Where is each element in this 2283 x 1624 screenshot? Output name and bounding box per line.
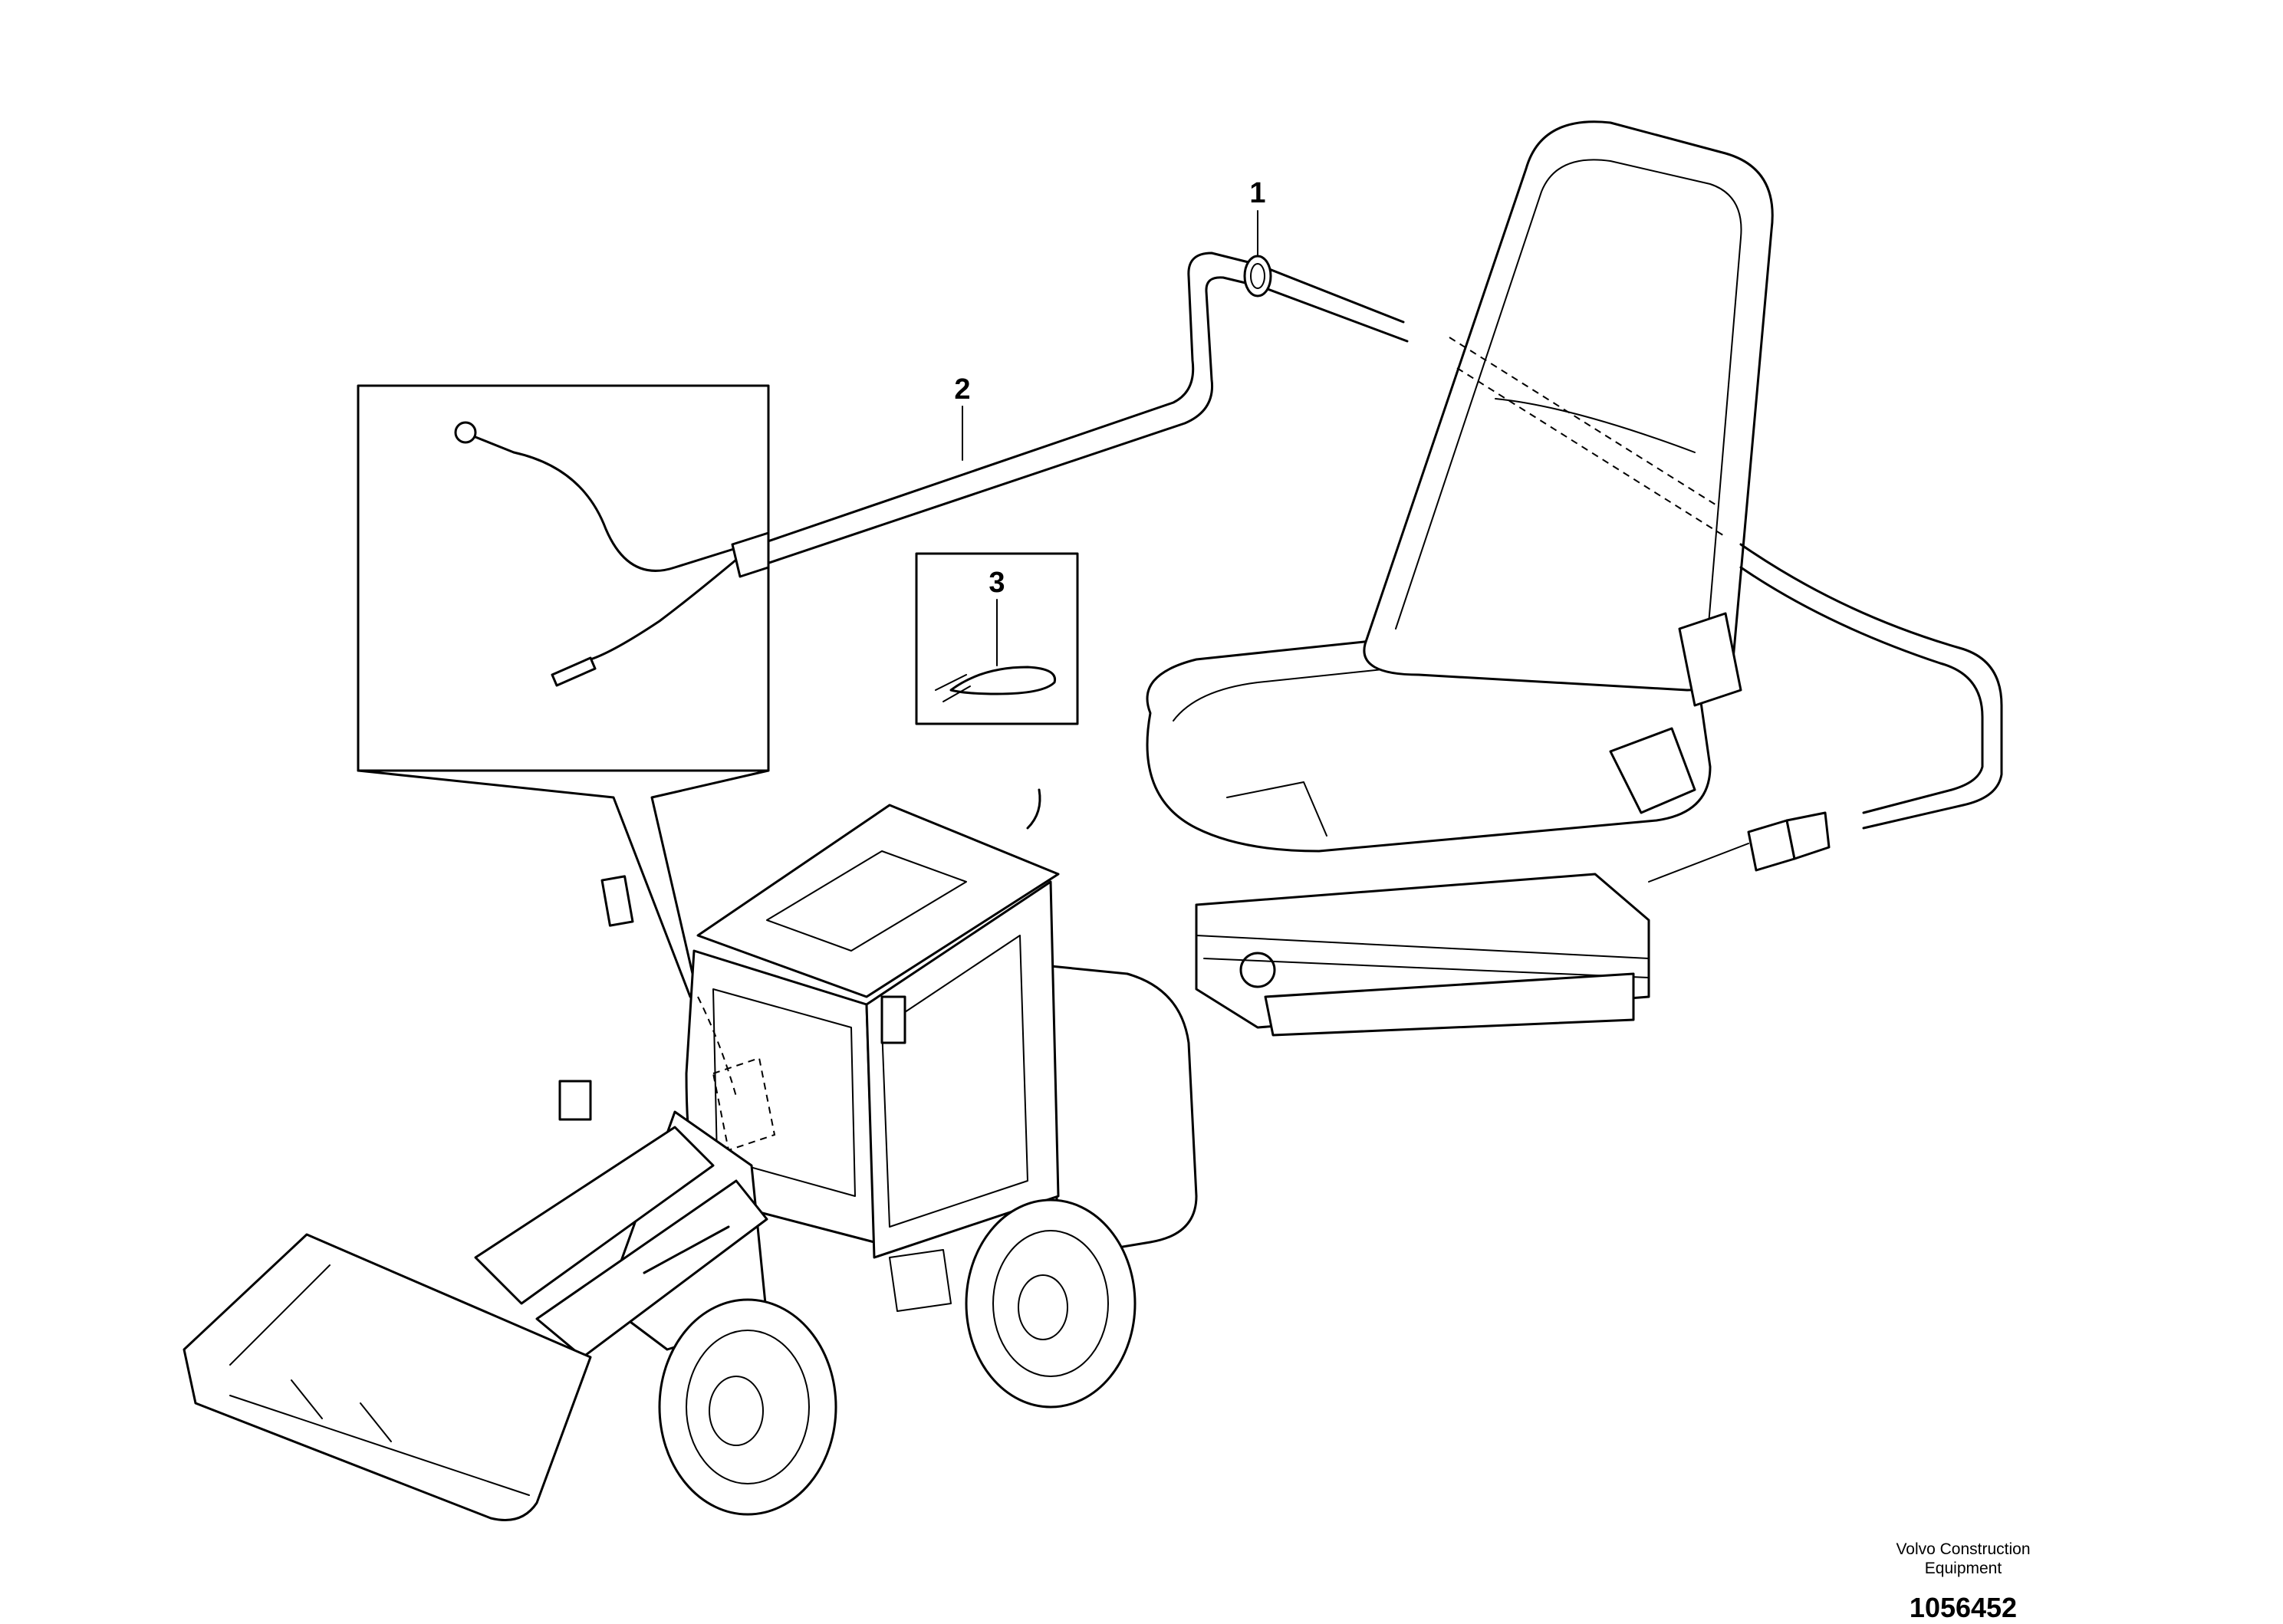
publisher-credit-line-2: Equipment [1924,1560,2002,1577]
callout-1-label: 1 [1249,177,1265,209]
publisher-credit: Volvo Construction Equipment [1787,1540,2140,1578]
operator-seat [1146,120,1774,1037]
callout-2-label: 2 [954,373,970,406]
inset-detail-box [357,384,770,998]
wheel-loader [183,788,1198,1521]
callout-1: 1 [1249,177,1266,256]
callout-3: 3 [989,567,1005,666]
cable-harness [746,251,2003,883]
callout-3-label: 3 [989,567,1005,599]
publisher-credit-line-1: Volvo Construction [1896,1540,2031,1558]
cable-tie-box [915,552,1079,725]
document-number: 1056452 [1909,1592,2018,1623]
callout-2: 2 [954,373,971,461]
